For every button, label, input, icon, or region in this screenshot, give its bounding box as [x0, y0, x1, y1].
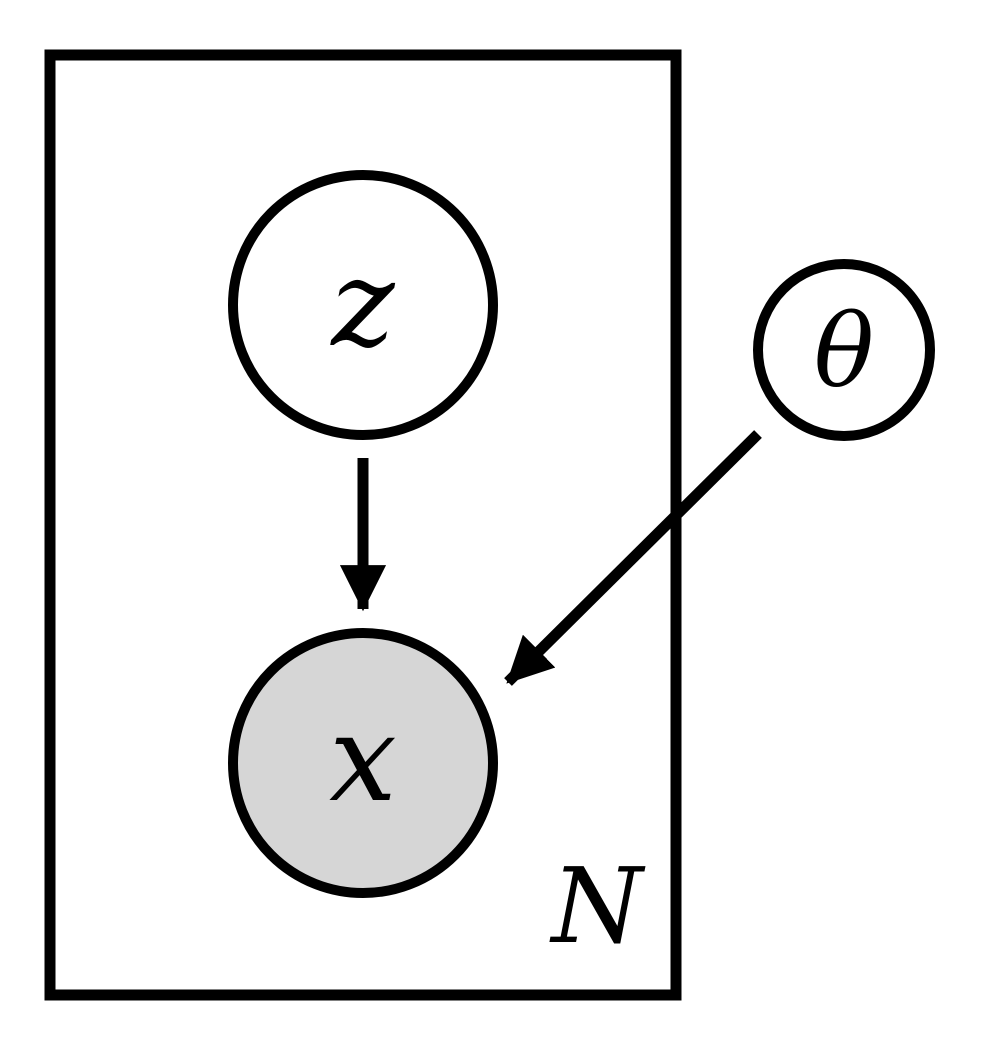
node-x-circle — [228, 628, 498, 898]
node-theta-circle — [753, 259, 935, 441]
plate-label: N — [549, 845, 646, 967]
node-theta-label: θ — [814, 293, 874, 410]
plate-rectangle — [44, 49, 682, 1001]
node-z-label: z — [329, 235, 395, 374]
node-x-label: x — [329, 690, 397, 829]
node-z-circle — [228, 170, 498, 440]
node-theta: θ — [753, 259, 935, 441]
node-x: x — [228, 628, 498, 898]
edge-theta-to-x — [504, 430, 762, 686]
node-z: z — [228, 170, 498, 440]
